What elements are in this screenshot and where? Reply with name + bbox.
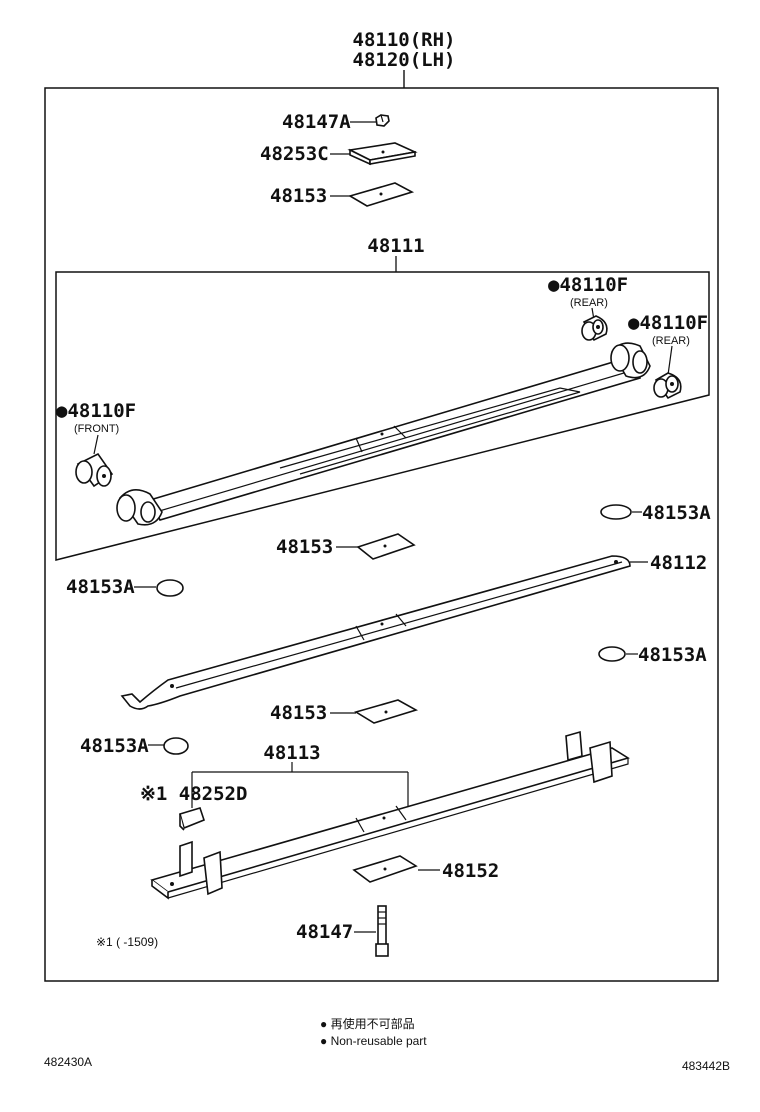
nut-48147A <box>375 114 390 127</box>
legend-jp: ● 再使用不可部品 <box>320 1016 415 1031</box>
washer-48153A-3 <box>598 646 626 662</box>
leader-48113 <box>191 762 409 808</box>
leader-front <box>93 434 99 455</box>
label-48252D: ※1 48252D <box>140 783 247 805</box>
label-48147A: 48147A <box>282 111 351 133</box>
leaf-48113 <box>150 730 630 900</box>
label-48153-mid: 48153 <box>276 536 333 558</box>
label-48147: 48147 <box>296 921 353 943</box>
plate-48152 <box>352 855 418 883</box>
washer-48153A-2 <box>156 579 184 597</box>
label-48153A-3: 48153A <box>638 644 707 666</box>
code-left: 482430A <box>44 1055 92 1069</box>
label-48110F-rear1: ●48110F <box>548 274 628 296</box>
label-48110F-front: ●48110F <box>56 400 136 422</box>
plate-48253C <box>347 142 418 166</box>
bushing-48110F-front <box>75 452 114 488</box>
label-48113: 48113 <box>263 742 320 764</box>
label-48110F-rear2: ●48110F <box>628 312 708 334</box>
label-48112: 48112 <box>650 552 707 574</box>
title-rh: 48110(RH) <box>353 29 456 51</box>
bushing-48110F-rear2 <box>653 372 682 400</box>
bushing-48110F-rear1 <box>581 315 608 342</box>
label-48152: 48152 <box>442 860 499 882</box>
assembly-48111-frame <box>55 271 710 561</box>
label-48111: 48111 <box>367 235 424 257</box>
bolt-48147 <box>375 905 389 957</box>
label-front: (FRONT) <box>74 423 119 435</box>
label-48153-top: 48153 <box>270 185 327 207</box>
legend-en: ● Non-reusable part <box>320 1034 427 1048</box>
label-48153A-4: 48153A <box>80 735 149 757</box>
label-rear1: (REAR) <box>570 297 608 309</box>
washer-48153A-1 <box>600 504 632 520</box>
pad-48153-top <box>347 182 415 207</box>
pad-48153-low <box>354 699 419 724</box>
leaf-48112 <box>120 555 631 710</box>
washer-48153A-4 <box>163 737 189 755</box>
outer-frame <box>44 87 719 982</box>
leader-rear2 <box>667 345 673 376</box>
code-right: 483442B <box>682 1059 730 1073</box>
footnote: ※1 ( -1509) <box>96 935 158 949</box>
clip-48252D <box>179 807 205 831</box>
label-48153A-2: 48153A <box>66 576 135 598</box>
label-48153-low: 48153 <box>270 702 327 724</box>
pad-48153-mid <box>356 533 416 560</box>
leaf-spring-48111 <box>116 342 651 526</box>
label-48153A-1: 48153A <box>642 502 711 524</box>
title-lh: 48120(LH) <box>353 49 456 71</box>
label-48253C: 48253C <box>260 143 329 165</box>
label-rear2: (REAR) <box>652 335 690 347</box>
